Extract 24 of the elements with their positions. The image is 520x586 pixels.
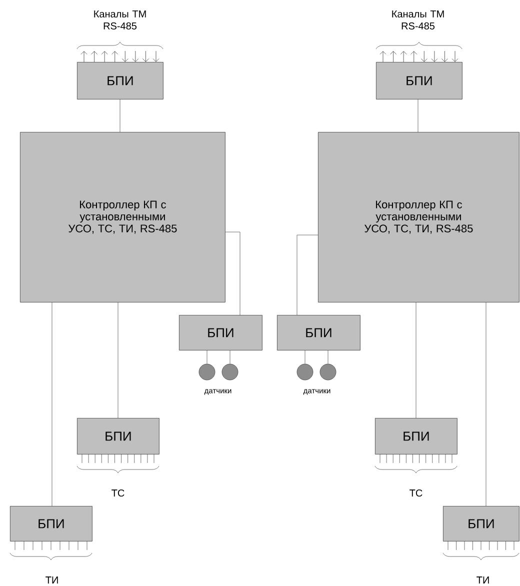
sensor-circle [296, 364, 314, 380]
connector-line [304, 350, 306, 364]
unit-box: БПИ [179, 315, 262, 350]
connector-line [225, 232, 240, 316]
unit-box: БПИ [77, 418, 160, 454]
sensor-circle [320, 364, 336, 380]
label: Каналы ТМ RS-485 [94, 10, 146, 30]
sensor-circle [222, 364, 238, 380]
label: ТИ [46, 576, 58, 584]
label: ТС [410, 489, 422, 497]
label: ТС [112, 489, 124, 497]
unit-box: БПИ [277, 315, 360, 350]
label: Каналы ТМ RS-485 [392, 10, 444, 30]
sensor-circle [198, 364, 216, 380]
controller-box: Контроллер КП с установленными УСО, ТС, ТИ, RS-485 [318, 132, 520, 302]
unit-box: БПИ [77, 62, 164, 100]
label: ТИ [476, 576, 489, 584]
connector-line [206, 350, 208, 364]
unit-box: БПИ [375, 418, 458, 454]
unit-box: БПИ [376, 62, 462, 100]
connector-line [296, 234, 318, 316]
unit-box: БПИ [10, 506, 92, 542]
unit-box: БПИ [443, 506, 520, 542]
controller-box: Контроллер КП с установленными УСО, ТС, ТИ, RS-485 [20, 132, 226, 302]
